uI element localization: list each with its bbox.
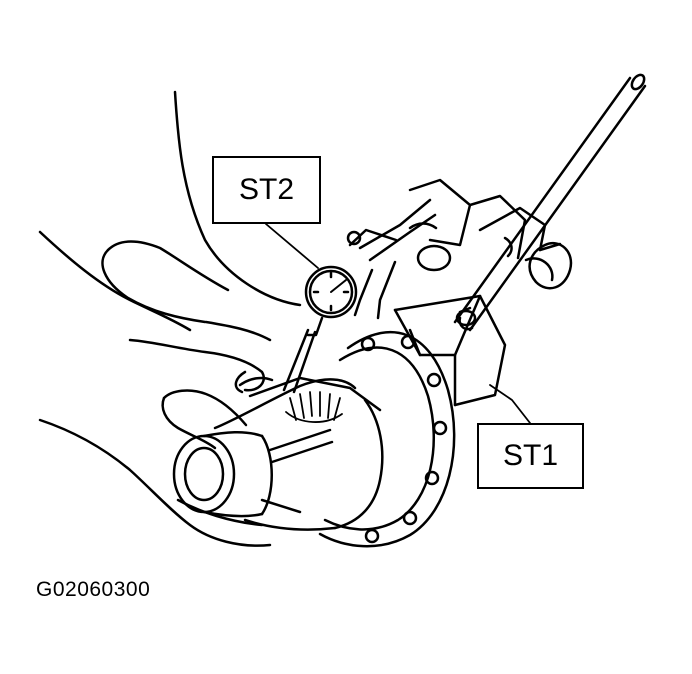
support-rod-drawing [453, 73, 647, 332]
flange-bolt-hole [364, 528, 380, 544]
lower-hand-drawing [38, 376, 274, 547]
upper-arm-drawing [106, 90, 302, 307]
upper-hand-drawing [38, 230, 272, 394]
figure-id-label: G02060300 [36, 578, 151, 601]
st1-leader-line [489, 384, 531, 424]
indicator-holder-drawing [346, 178, 573, 320]
flange-bolt-hole [424, 470, 440, 486]
side-gear-drawing [285, 391, 343, 423]
flange-drawing [318, 331, 456, 548]
leader-lines [265, 223, 531, 424]
dial-indicator-drawing [282, 265, 358, 394]
differential-case-drawing [213, 376, 384, 531]
axle-tube-drawing [172, 431, 273, 518]
st2-leader-line [265, 223, 319, 269]
flange-bolt-hole [402, 510, 418, 526]
st1-callout-label: ST1 [477, 423, 584, 489]
st1-mount-block-drawing [393, 294, 507, 407]
flange-bolt-hole [426, 372, 442, 388]
st2-callout-label: ST2 [212, 156, 321, 224]
flange-bolt-hole [432, 420, 448, 436]
flange-bolt-hole [360, 336, 376, 352]
